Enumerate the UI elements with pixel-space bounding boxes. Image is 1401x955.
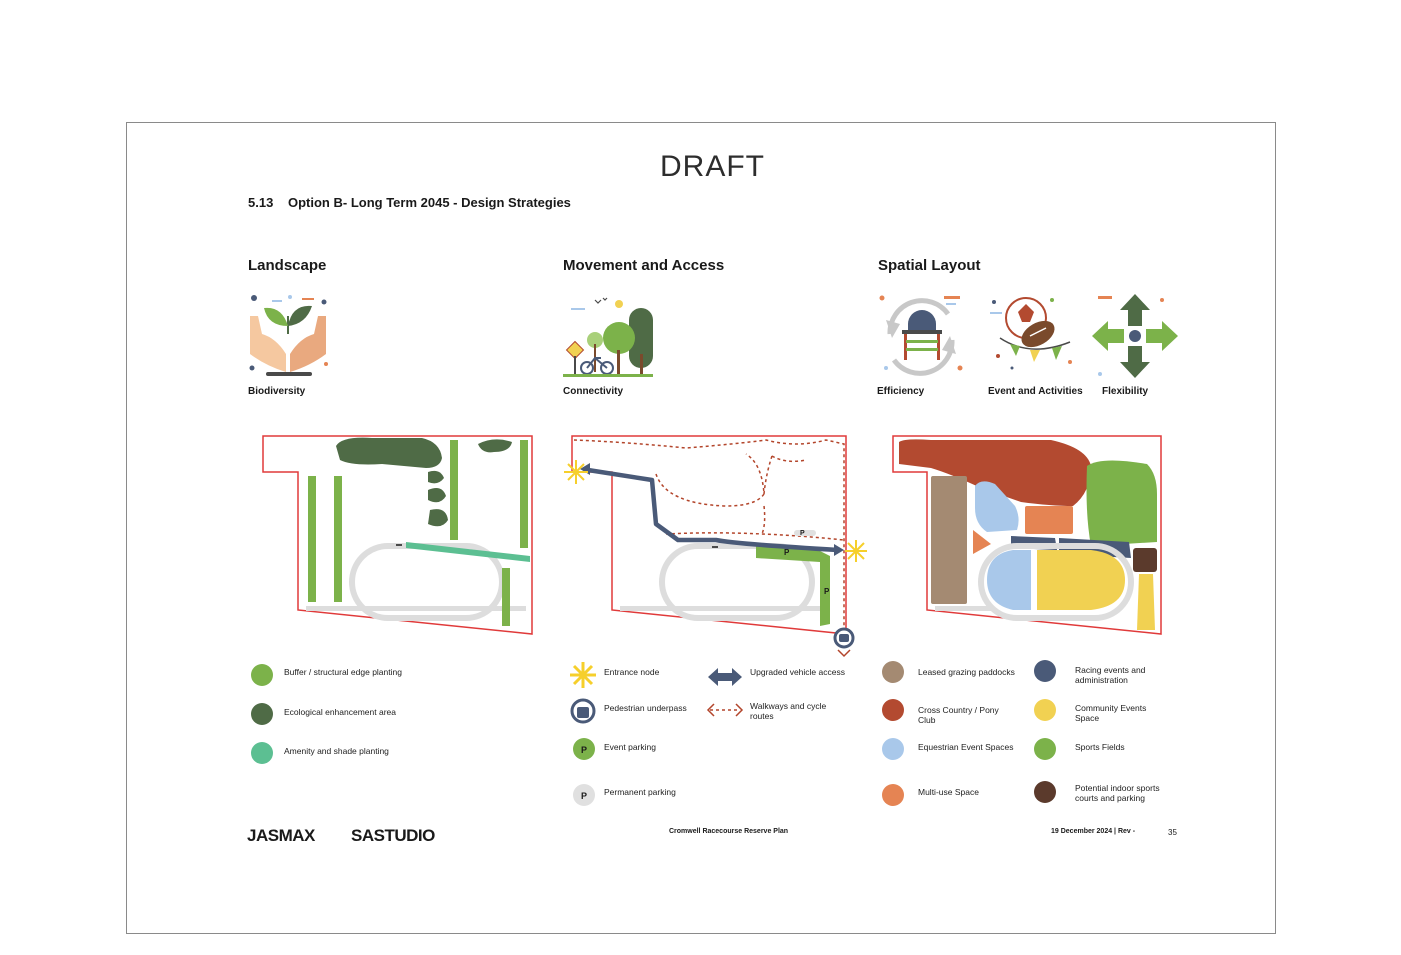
legend-swatch-ecological-area bbox=[251, 703, 273, 725]
balls-bunting-icon bbox=[990, 297, 1072, 370]
four-arrows-icon bbox=[1092, 294, 1178, 378]
double-arrow-icon bbox=[708, 668, 742, 686]
movement-heading: Movement and Access bbox=[563, 257, 725, 274]
hands-seedling-icon bbox=[249, 295, 328, 376]
legend-swatch-community bbox=[1034, 699, 1056, 721]
legend-swatch-cross-country bbox=[882, 699, 904, 721]
legend-label-cross-country: Cross Country / Pony Club bbox=[918, 705, 999, 725]
legend-swatch-sports-fields bbox=[1034, 738, 1056, 760]
legend-swatch-buffer-planting bbox=[251, 664, 273, 686]
legend-label-sports-fields: Sports Fields bbox=[1075, 742, 1125, 752]
legend-label-permanent-parking: Permanent parking bbox=[604, 787, 676, 797]
svg-text:P: P bbox=[824, 587, 830, 596]
permanent-parking-icon: P bbox=[573, 784, 595, 806]
legend-swatch-amenity-planting bbox=[251, 742, 273, 764]
legend-swatch-multi-use bbox=[882, 784, 904, 806]
movement-site-map: P P P bbox=[564, 435, 867, 658]
landscape-site-map bbox=[262, 435, 533, 635]
trees-bicycle-icon bbox=[563, 297, 653, 377]
legend-label-multi-use: Multi-use Space bbox=[918, 787, 979, 797]
jasmax-logo: JASMAX bbox=[247, 826, 315, 845]
document-date-rev: 19 December 2024 | Rev - bbox=[1051, 828, 1136, 835]
draft-watermark: DRAFT bbox=[660, 150, 765, 183]
connectivity-label: Connectivity bbox=[563, 386, 624, 397]
entrance-star-icon bbox=[570, 662, 596, 688]
legend-label-amenity-planting: Amenity and shade planting bbox=[284, 746, 389, 756]
legend-label-ecological-area: Ecological enhancement area bbox=[284, 707, 396, 717]
legend-swatch-indoor-sports bbox=[1034, 781, 1056, 803]
dotted-arrow-icon bbox=[706, 703, 744, 717]
event-parking-icon: P bbox=[573, 738, 595, 760]
cycle-arrows-icon bbox=[879, 295, 963, 376]
document-title: Cromwell Racecourse Reserve Plan bbox=[669, 828, 789, 835]
section-title: Option B- Long Term 2045 - Design Strate… bbox=[288, 195, 571, 210]
event-activities-label: Event and Activities bbox=[988, 386, 1083, 397]
legend-label-event-parking: Event parking bbox=[604, 742, 656, 752]
sastudio-logo: SASTUDIO bbox=[351, 826, 435, 845]
legend-label-pedestrian-underpass: Pedestrian underpass bbox=[604, 703, 687, 713]
legend-swatch-grazing bbox=[882, 661, 904, 683]
legend-label-buffer-planting: Buffer / structural edge planting bbox=[284, 667, 402, 677]
biodiversity-label: Biodiversity bbox=[248, 386, 306, 397]
legend-label-community: Community Events Space bbox=[1075, 703, 1147, 723]
legend-label-vehicle-access: Upgraded vehicle access bbox=[750, 667, 845, 677]
legend-swatch-equestrian bbox=[882, 738, 904, 760]
section-number: 5.13 bbox=[248, 195, 274, 210]
legend-label-racing: Racing events and administration bbox=[1075, 665, 1146, 685]
event-parking-symbol: P bbox=[581, 745, 587, 755]
efficiency-label: Efficiency bbox=[877, 386, 925, 397]
legend-label-walkways: Walkways and cycle routes bbox=[750, 701, 827, 721]
legend-label-equestrian: Equestrian Event Spaces bbox=[918, 742, 1014, 752]
legend-label-indoor-sports: Potential indoor sports courts and parki… bbox=[1075, 783, 1160, 803]
landscape-heading: Landscape bbox=[248, 257, 327, 274]
svg-text:P: P bbox=[784, 548, 790, 557]
spatial-heading: Spatial Layout bbox=[878, 257, 981, 274]
spatial-site-map bbox=[892, 435, 1162, 635]
underpass-icon bbox=[570, 698, 596, 724]
legend-label-entrance-node: Entrance node bbox=[604, 667, 660, 677]
legend-swatch-racing bbox=[1034, 660, 1056, 682]
flexibility-label: Flexibility bbox=[1102, 386, 1149, 397]
permanent-parking-symbol: P bbox=[581, 791, 587, 801]
svg-text:P: P bbox=[800, 530, 805, 537]
page-number: 35 bbox=[1168, 828, 1177, 837]
legend-label-grazing: Leased grazing paddocks bbox=[918, 667, 1015, 677]
